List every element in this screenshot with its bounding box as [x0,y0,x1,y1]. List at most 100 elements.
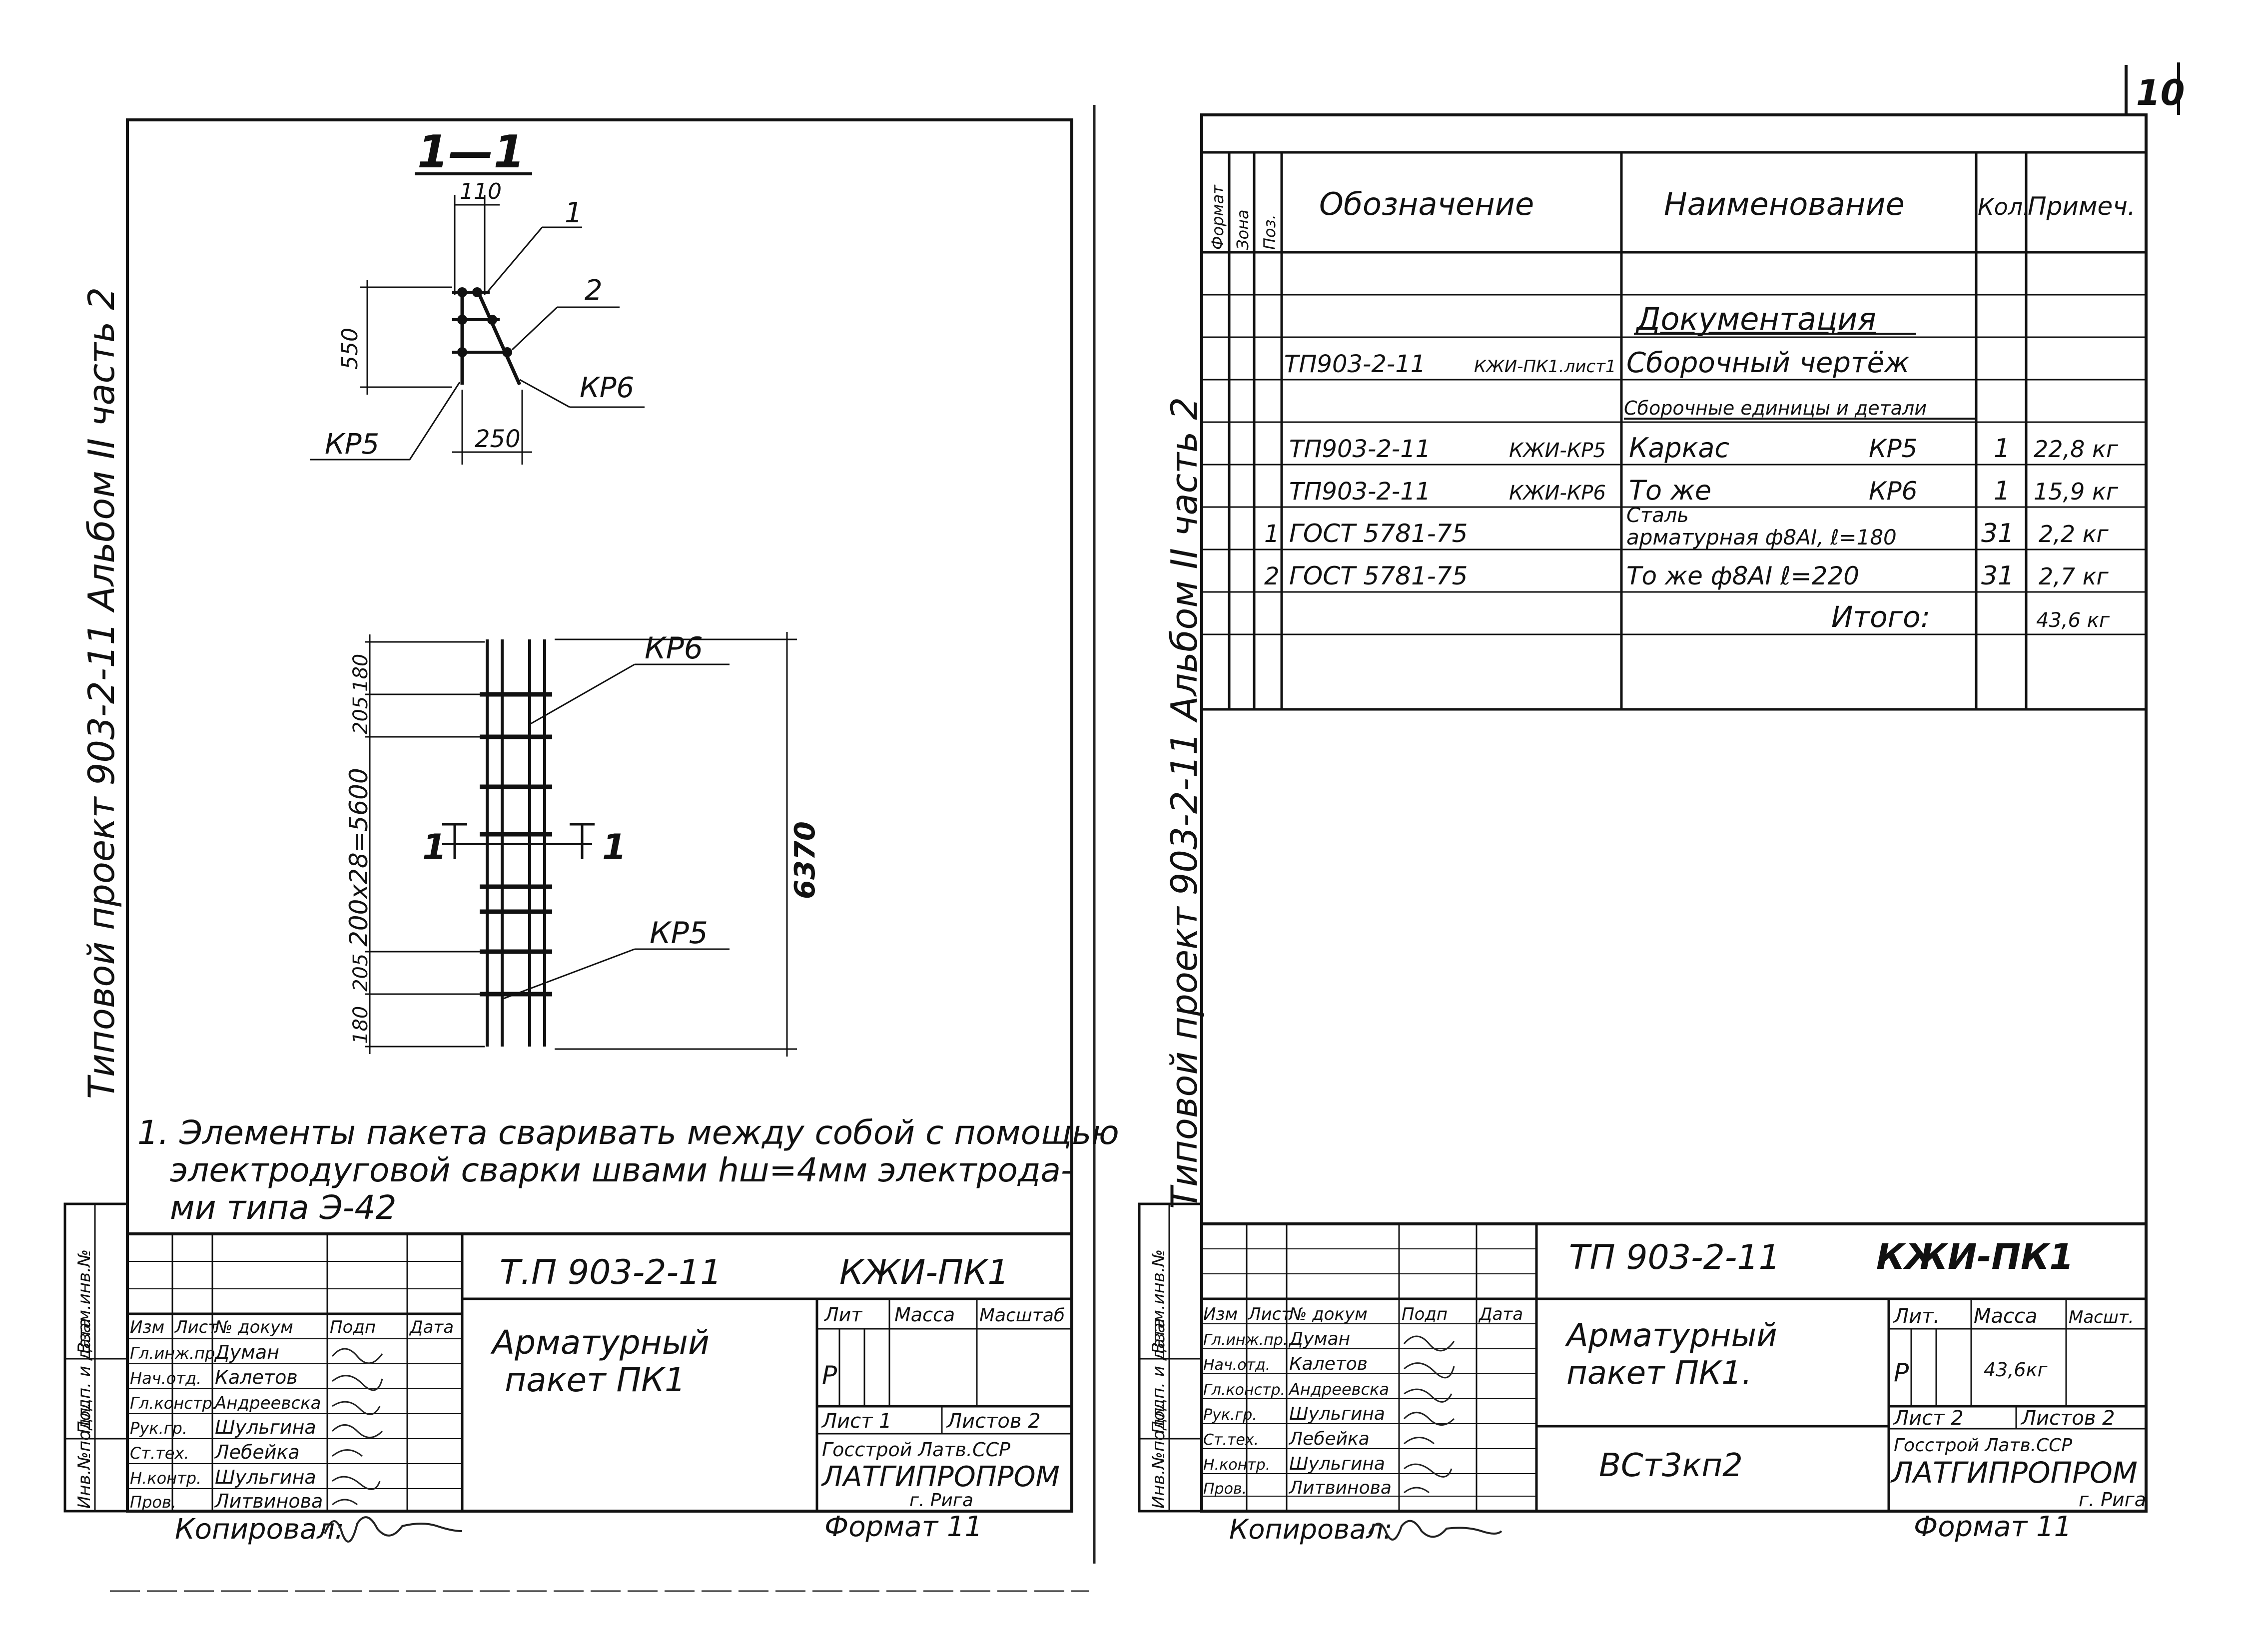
left-staff-name-3: Андреевска [214,1393,321,1413]
right-mass-value: 43,6кг [1984,1359,2048,1381]
left-doc-code: КЖИ-ПК1 [839,1253,1009,1292]
cut-label-right: 1 [602,827,627,868]
left-sheet: Типовой проект 903-2-11 Альбом II часть … [63,118,1119,1546]
spec-row-5-designation-tail: КЖИ-КР5 [1509,439,1606,462]
left-stamp-sign: Подп. и дата [74,1318,94,1434]
spec-row-7-name-line2: арматурная ф8АI, ℓ=180 [1626,525,1897,550]
dim-550: 550 [337,328,363,370]
spec-row-4-name: Сборочные единицы и детали [1624,397,1927,419]
spec-row-5-note: 22,8 кг [2034,436,2119,463]
right-staff-role-2: Нач.отд. [1203,1356,1270,1374]
spec-row-3-name: Сборочный чертёж [1626,347,1909,379]
spec-row-5-name-tail: КР5 [1869,434,1917,463]
left-lit-value: Р [822,1361,837,1390]
dim-180-top: 180 [349,654,372,692]
right-copied-by: Копировал: [1229,1514,1393,1545]
section-title: 1—1 [417,126,525,178]
right-copy-signature [1368,1520,1502,1541]
spec-row-8-pos: 2 [1264,562,1280,590]
spec-row-9-note: 43,6 кг [2036,609,2110,632]
left-staff-role-3: Гл.констр. [130,1394,217,1413]
right-staff-role-4: Рук.гр. [1203,1406,1257,1424]
right-staff-name-3: Андреевска [1288,1380,1389,1399]
dim-205-bottom: 205 [349,954,372,992]
left-col-doc: № докум [214,1317,293,1337]
left-org-line-1: Госстрой Латв.ССР [822,1439,1010,1461]
left-col-list: Лист [174,1317,218,1337]
spec-row-6-name: То же [1629,475,1711,506]
left-staff-name-2: Калетов [215,1366,298,1388]
right-binding-text: Типовой проект 903-2-11 Альбом II часть … [1163,397,1205,1209]
right-col-list: Лист [1247,1304,1292,1324]
right-title-line-1: Арматурный [1564,1317,1777,1354]
spec-row-5-qty: 1 [1994,434,2010,464]
spec-row-7-name: Сталь [1626,504,1689,527]
spec-row-9-name-tail: Итого: [1831,600,1930,634]
right-stamp-inv: Инв.№подл. [1149,1402,1169,1509]
spec-header-note: Примеч. [2028,192,2136,221]
right-sheets-total: Листов 2 [2020,1407,2115,1430]
right-col-date: Дата [1478,1304,1523,1324]
spec-row-8-designation: ГОСТ 5781-75 [1289,561,1468,590]
page-number: 10 [2136,72,2185,113]
spec-row-8-note: 2,7 кг [2039,563,2109,590]
left-mass-header: Масса [894,1304,955,1326]
spec-header-zone: Зона [1233,209,1252,250]
right-staff-name-2: Калетов [1289,1354,1368,1374]
right-org-line-3: г. Рига [2079,1489,2146,1511]
dim-205-top: 205 [349,696,372,734]
label-kr6-elevation: КР6 [645,631,703,666]
left-copy-signature [324,1516,463,1543]
label-kr5-elevation: КР5 [650,916,708,951]
label-pos2: 2 [585,274,603,307]
spec-row-2-name: Документация [1635,301,1876,337]
left-sheet-no: Лист 1 [821,1410,892,1433]
right-scale-header: Масшт. [2069,1307,2134,1327]
page-number-box: 10 [2125,62,2185,115]
left-col-sign: Подп [330,1317,376,1337]
left-col-date: Дата [409,1317,454,1337]
spec-header-qty: Кол. [1978,193,2030,220]
right-stamp-replace: Взам.инв.№ [1149,1249,1169,1354]
right-mass-header: Масса [1974,1305,2038,1328]
right-staff-name-5: Лебейка [1288,1429,1370,1449]
right-lit-header: Лит. [1893,1305,1940,1328]
spec-row-6-name-tail: КР6 [1869,477,1917,506]
right-lit-value: Р [1894,1358,1909,1387]
left-stamp-inv: Инв.№подл. [74,1402,94,1509]
spec-header-designation: Обозначение [1319,186,1534,222]
spec-header-pos: Поз. [1260,214,1279,250]
right-material: ВСт3кп2 [1599,1447,1743,1484]
elevation-view: 180 205 200х28=5600 205 180 6370 1 1 КР6 [344,631,821,1057]
right-staff-role-1: Гл.инж.пр. [1203,1331,1288,1349]
right-staff-name-7: Литвинова [1288,1478,1392,1498]
label-pos1: 1 [565,197,583,229]
spec-row-8-qty: 31 [1981,561,2014,591]
spec-row-7-pos: 1 [1264,520,1280,548]
right-org-line-1: Госстрой Латв.ССР [1894,1435,2072,1456]
note-line-3: ми типа Э-42 [170,1188,396,1227]
right-staff-role-3: Гл.констр. [1203,1381,1285,1399]
spec-row-8-name: То же ф8АI ℓ=220 [1626,561,1859,590]
spec-table: Формат Зона Поз. Обозначение Наименовани… [1202,151,2146,711]
right-sheet-no: Лист 2 [1893,1407,1964,1430]
right-stamp-sign: Подп. и дата [1149,1318,1169,1434]
left-staff-role-2: Нач.отд. [130,1369,201,1388]
spec-row-6-designation: ТП903-2-11 [1289,478,1431,506]
spec-row-5-name: Каркас [1629,432,1729,464]
right-org-line-2: ЛАТГИПРОПРОМ [1890,1456,2138,1490]
dim-180-bottom: 180 [349,1006,372,1044]
right-staff-role-5: Ст.тех. [1203,1431,1259,1449]
right-staff-name-1: Думан [1288,1329,1350,1349]
left-staff-role-5: Ст.тех. [130,1444,189,1463]
note-line-1: 1. Элементы пакета сваривать между собой… [137,1113,1119,1152]
note: 1. Элементы пакета сваривать между собой… [137,1113,1119,1227]
left-staff-role-6: Н.контр. [130,1469,201,1488]
left-staff-role-4: Рук.гр. [130,1419,187,1438]
left-staff-name-1: Думан [214,1341,279,1363]
spec-row-6-qty: 1 [1994,476,2010,506]
note-line-2: электродуговой сварки швами hш=4мм элект… [170,1151,1073,1189]
left-title-block: Изм Лист № докум Подп Дата Гл.инж.пр. Ду… [126,1232,1073,1513]
left-title-line-1: Арматурный [490,1323,710,1362]
spec-row-3-designation: ТП903-2-11 [1284,350,1426,378]
